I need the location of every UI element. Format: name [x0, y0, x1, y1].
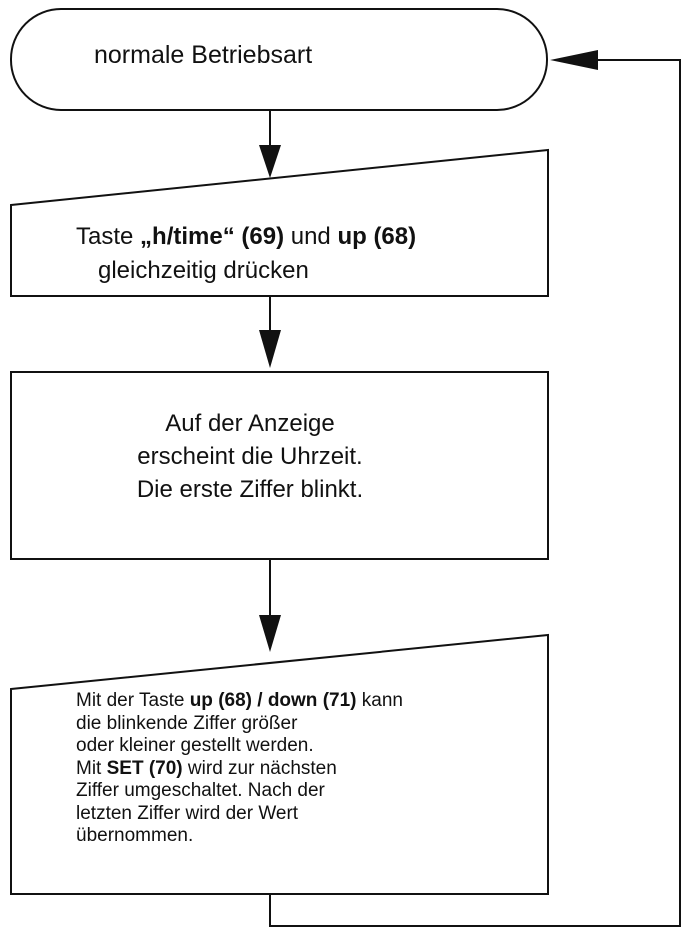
step3-line6: letzten Ziffer wird der Wert [76, 802, 299, 824]
step3-line3: oder kleiner gestellt werden. [76, 735, 314, 756]
step1-key-up: up (68) [337, 223, 417, 250]
step2-line1: Auf der Anzeige [165, 410, 335, 437]
step3-line1: Mit der Taste up (68) / down (71) kann [76, 690, 403, 713]
arrow-3-head [259, 615, 281, 652]
step2-line3: Die erste Ziffer blinkt. [136, 476, 364, 503]
step1-line2: gleichzeitig drücken [98, 257, 309, 284]
start-terminator-shape [10, 8, 548, 111]
arrow-2-head [259, 330, 281, 368]
step3-key-set: SET (70) [106, 757, 183, 779]
step3-manual-input-shape [10, 633, 549, 895]
step2-process-shape [10, 371, 549, 560]
step1-label: Taste „h/time“ (69) und up (68) gleichzei… [76, 220, 416, 288]
step3-line4-suffix: wird zur nächsten [182, 757, 337, 779]
step3-line5: Ziffer umgeschaltet. Nach der [76, 780, 325, 801]
step3-line4: Mit SET (70) wird zur nächsten [76, 758, 403, 781]
step2-label: Auf der Anzeige erscheint die Uhrzeit. D… [70, 407, 430, 506]
step1-key-htime: „h/time“ (69) [140, 223, 285, 250]
step3-line7: übernommen. [76, 825, 194, 846]
step3-line2: die blinkende Ziffer größer [76, 712, 298, 734]
step1-middle: und [284, 223, 338, 250]
step2-line2: erscheint die Uhrzeit. [137, 443, 363, 470]
step1-manual-input-shape [10, 148, 549, 297]
loop-back-arrow-head [550, 50, 598, 70]
step3-line1-suffix: kann [356, 690, 403, 711]
start-terminator-label: normale Betriebsart [94, 41, 313, 69]
loop-back-connector [269, 59, 681, 927]
step1-prefix: Taste [76, 223, 141, 250]
step3-keys-up-down: up (68) / down (71) [189, 690, 357, 711]
arrow-1-head [259, 145, 281, 178]
step3-line1-prefix: Mit der Taste [76, 690, 190, 711]
step3-label: Mit der Taste up (68) / down (71) kann d… [76, 690, 403, 848]
step3-line4-prefix: Mit [76, 757, 107, 779]
